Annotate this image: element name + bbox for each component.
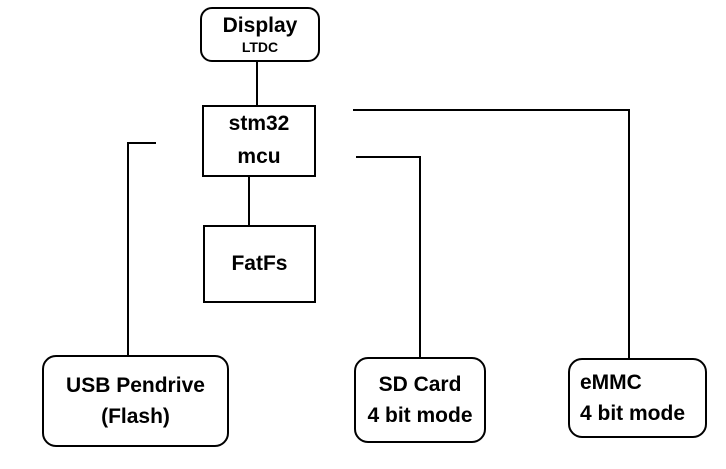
node-fatfs: FatFs — [203, 225, 316, 303]
connector-stm32-sdcard-horizontal — [356, 156, 421, 158]
connector-stm32-fatfs — [248, 177, 250, 225]
connector-stm32-usb-horizontal — [127, 142, 156, 144]
node-fatfs-title: FatFs — [231, 251, 288, 275]
node-sd-card: SD Card 4 bit mode — [354, 357, 486, 443]
node-usb-subtitle: (Flash) — [101, 405, 170, 428]
connector-stm32-emmc-horizontal — [353, 109, 630, 111]
connector-stm32-usb-vertical — [127, 142, 129, 355]
node-display: Display LTDC — [200, 7, 320, 62]
connector-display-stm32 — [256, 62, 258, 105]
node-usb-title: USB Pendrive — [66, 373, 205, 397]
node-sd-subtitle: 4 bit mode — [367, 404, 473, 427]
node-emmc: eMMC 4 bit mode — [568, 358, 707, 438]
node-emmc-subtitle: 4 bit mode — [580, 402, 686, 425]
node-display-title: Display — [222, 14, 298, 38]
node-usb-pendrive: USB Pendrive (Flash) — [42, 355, 229, 447]
node-stm32-subtitle: mcu — [237, 145, 281, 168]
node-stm32-mcu: stm32 mcu — [202, 105, 316, 177]
connector-stm32-sdcard-vertical — [419, 156, 421, 357]
node-sd-title: SD Card — [378, 372, 462, 396]
node-display-subtitle: LTDC — [241, 38, 279, 55]
node-stm32-title: stm32 — [228, 112, 290, 136]
node-emmc-title: eMMC — [580, 370, 642, 394]
connector-stm32-emmc-vertical — [628, 109, 630, 358]
